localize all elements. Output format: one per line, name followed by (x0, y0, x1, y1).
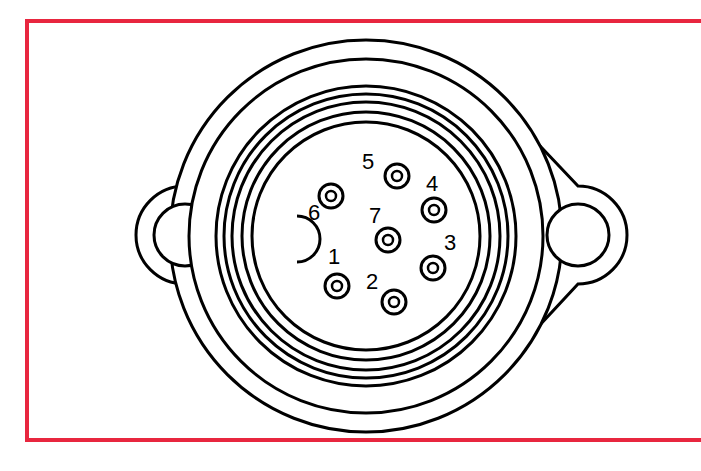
pin-ring (325, 274, 349, 298)
mount-hole (547, 204, 609, 266)
pin-ring (376, 228, 400, 252)
outer-ring (170, 40, 562, 432)
pin-ring (385, 164, 409, 188)
pin-core (429, 205, 439, 215)
pin-ring (319, 184, 343, 208)
pin-core (383, 235, 393, 245)
pin-number: 7 (369, 205, 381, 227)
pin-ring (382, 290, 406, 314)
pin-number: 2 (366, 271, 378, 293)
ring (216, 86, 516, 386)
pin-contact (382, 290, 406, 314)
ring (242, 112, 490, 360)
ring (224, 94, 508, 378)
pin-contact (319, 184, 343, 208)
pin-contact (385, 164, 409, 188)
pin-number: 5 (362, 151, 374, 173)
pin-core (428, 263, 438, 273)
ring (189, 59, 543, 413)
pin-contact (325, 274, 349, 298)
pin-ring (421, 256, 445, 280)
pin-number: 1 (328, 246, 340, 268)
pin-core (392, 171, 402, 181)
pin-contact (421, 256, 445, 280)
pin-number: 4 (426, 173, 438, 195)
insert-face (252, 122, 480, 350)
pin-number: 6 (308, 202, 320, 224)
pin-contact (422, 198, 446, 222)
ring (232, 102, 500, 370)
pin-ring (422, 198, 446, 222)
pin-core (332, 281, 342, 291)
pin-core (326, 191, 336, 201)
pin-contact (376, 228, 400, 252)
pin-core (389, 297, 399, 307)
pin-number: 3 (444, 232, 456, 254)
frame (27, 21, 701, 440)
